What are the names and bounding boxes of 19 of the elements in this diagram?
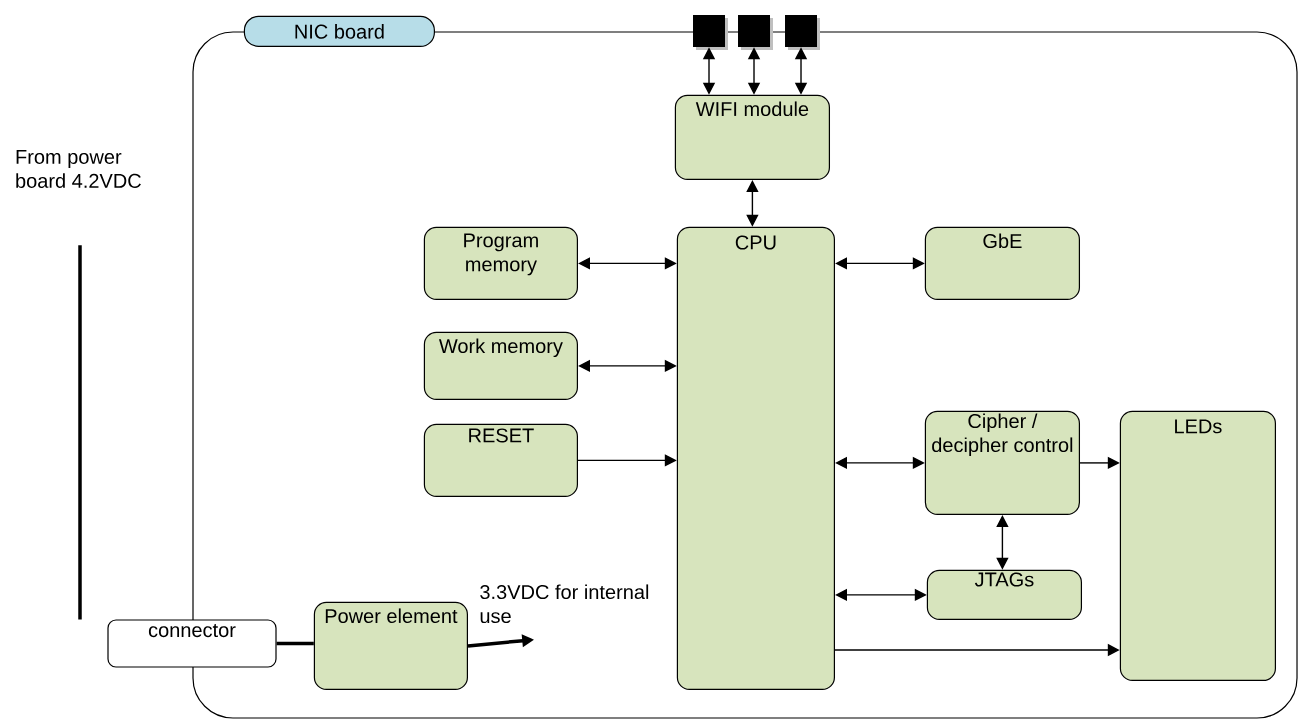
- antenna-block: [785, 15, 820, 50]
- connection-line: [78, 245, 82, 620]
- connection-line: [276, 641, 314, 646]
- component-box: Power element: [313, 601, 468, 690]
- annotation-text: 3.3VDC for internal use: [480, 584, 649, 624]
- antenna-block: [693, 15, 728, 50]
- component-box: WIFI module: [674, 94, 830, 180]
- component-box: JTAGs: [926, 569, 1082, 620]
- board-label-tab: NIC board: [243, 15, 435, 47]
- component-box: GbE: [924, 226, 1080, 300]
- component-box: Program memory: [423, 226, 578, 300]
- component-box: LEDs: [1119, 410, 1276, 681]
- component-box: RESET: [423, 423, 578, 497]
- antenna-block: [738, 15, 773, 50]
- component-box: CPU: [676, 226, 835, 690]
- component-box: Work memory: [423, 331, 578, 400]
- connector-box: connector: [107, 619, 277, 668]
- annotation-text: From power board 4.2VDC: [16, 150, 141, 188]
- component-box: Cipher / decipher control: [924, 410, 1080, 515]
